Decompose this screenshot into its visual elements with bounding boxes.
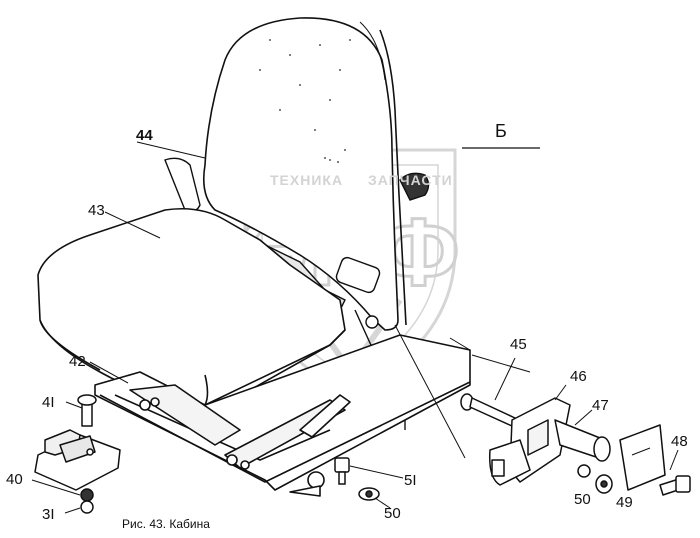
hinge-detail <box>460 393 691 496</box>
leader-50a <box>374 497 391 509</box>
leader-44 <box>136 141 206 159</box>
leader-40 <box>31 479 81 496</box>
leader-48 <box>669 449 679 471</box>
leader-31 <box>64 507 81 514</box>
mounting-bracket <box>34 394 121 514</box>
seat-base <box>94 334 471 497</box>
leader-lines <box>31 141 679 514</box>
figure-caption: Рис. 43. Кабина <box>122 517 210 531</box>
label-46: 46 <box>570 368 587 385</box>
bolt-51 <box>334 457 380 501</box>
label-40: 40 <box>6 471 23 488</box>
leader-45 <box>494 357 516 401</box>
watermark-line2: ЗАПЧАСТИ <box>368 172 453 188</box>
label-44: 44 <box>136 127 153 144</box>
leader-41 <box>65 401 83 409</box>
watermark-line1: ТЕХНИКА <box>270 172 344 188</box>
leader-45-a <box>471 354 531 373</box>
leader-46 <box>554 384 567 401</box>
label-31: 3I <box>42 506 55 523</box>
leader-42 <box>89 361 129 384</box>
leader-43 <box>104 211 161 239</box>
leader-section <box>394 324 466 459</box>
label-47: 47 <box>592 397 609 414</box>
label-50-center: 50 <box>384 505 401 522</box>
label-50-right: 50 <box>574 491 591 508</box>
label-49: 49 <box>616 494 633 511</box>
label-48: 48 <box>671 433 688 450</box>
view-label: Б <box>495 121 507 141</box>
label-45: 45 <box>510 336 527 353</box>
label-43: 43 <box>88 202 105 219</box>
leader-base <box>449 337 471 351</box>
seat-back <box>202 17 407 331</box>
label-51: 5I <box>404 472 417 489</box>
label-41: 4I <box>42 394 55 411</box>
label-42: 42 <box>69 353 86 370</box>
seat-cushion <box>37 207 346 406</box>
leader-47 <box>574 409 593 426</box>
leader-51 <box>349 465 404 479</box>
